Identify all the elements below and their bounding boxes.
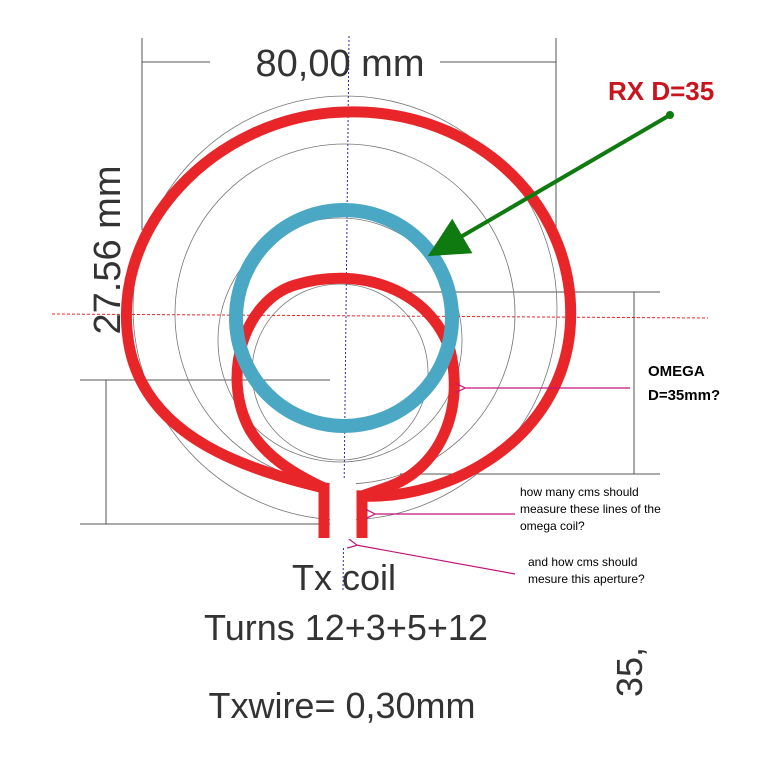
- rx-arrow-dot: [666, 111, 674, 119]
- omega-label-line1: OMEGA: [648, 363, 705, 380]
- question1-line3: omega coil?: [520, 519, 585, 533]
- guide-circle-inner: [217, 217, 463, 463]
- tx-caption-line2: Turns 12+3+5+12: [204, 607, 488, 648]
- tx-caption-line1: Tx coil: [292, 557, 396, 598]
- rx-coil: [229, 203, 459, 433]
- tx-coil-inner-loop: [231, 272, 460, 538]
- rx-label: RX D=35: [608, 76, 714, 106]
- horizontal-center-line: [51, 313, 709, 319]
- tx-caption-line3: Txwire= 0,30mm: [208, 685, 475, 726]
- omega-label-line2: D=35mm?: [648, 387, 720, 404]
- height-dimension-label: 27.56 mm: [87, 166, 129, 335]
- corner-label: 35,: [609, 647, 650, 697]
- tx-coil-aperture: [330, 478, 356, 548]
- question2-line1: and how cms should: [528, 555, 637, 569]
- tx-coil-outer-loop: [120, 106, 577, 538]
- guide-circle-small: [251, 283, 429, 461]
- tx-coil: [120, 106, 577, 538]
- rx-arrow: [427, 113, 672, 257]
- question2-line2: mesure this aperture?: [528, 572, 645, 586]
- question1-line1: how many cms should: [520, 485, 639, 499]
- question1-line2: measure these lines of the: [520, 502, 661, 516]
- pointer-lines: [356, 388, 630, 575]
- width-dimension-label: 80,00 mm: [256, 43, 425, 85]
- pointer-aperture-question: [356, 545, 516, 575]
